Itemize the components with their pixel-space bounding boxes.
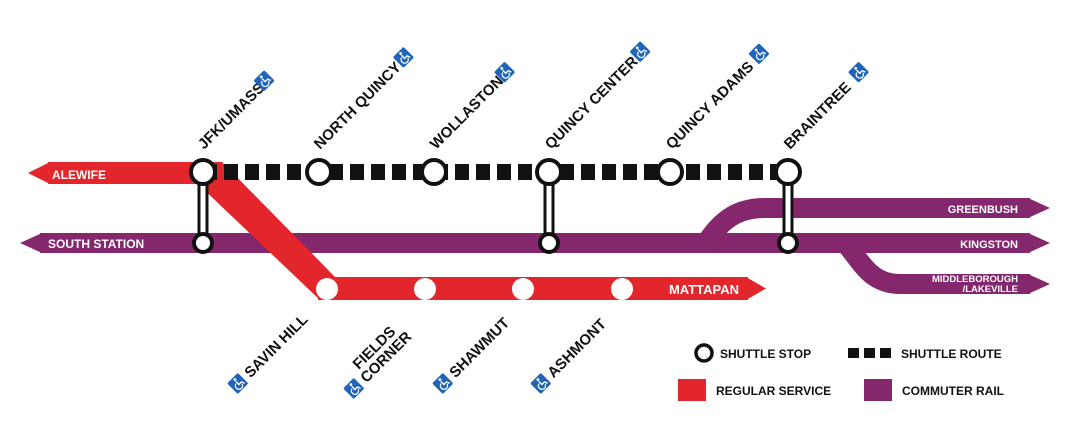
wheelchair-accessible-icon <box>226 372 250 395</box>
middleborough-branch <box>837 236 1030 294</box>
station-label-jfk-umass: JFK/UMASS <box>195 80 268 153</box>
middleborough-label-line1: MIDDLEBOROUGH <box>932 274 1018 285</box>
wheelchair-accessible-icon <box>431 372 455 395</box>
middleborough-arrow <box>1028 274 1050 294</box>
kingston-arrow <box>1028 233 1050 253</box>
station-ashmont: ASHMONT <box>529 316 610 395</box>
kingston-label: KINGSTON <box>960 239 1018 251</box>
legend-shuttle-route-label: SHUTTLE ROUTE <box>901 347 1002 361</box>
station-label-ashmont: ASHMONT <box>544 316 610 382</box>
legend-shuttle-stop-icon <box>694 343 714 363</box>
south-station-label: SOUTH STATION <box>48 237 144 251</box>
stop-wollaston <box>420 158 448 186</box>
station-braintree: BRAINTREE <box>781 60 870 153</box>
stop-braintree <box>774 158 802 186</box>
wheelchair-accessible-icon <box>342 377 366 400</box>
stop-ashmont <box>611 278 633 300</box>
stop-savin-hill <box>316 278 338 300</box>
greenbush-branch <box>697 198 1030 249</box>
alewife-arrow <box>28 162 50 184</box>
wheelchair-accessible-icon <box>529 372 553 395</box>
stop-north-quincy <box>305 158 333 186</box>
red-line-north <box>48 162 208 184</box>
greenbush-arrow <box>1028 198 1050 218</box>
station-quincy-adams: QUINCY ADAMS <box>663 42 771 153</box>
commuter-rail-trunk <box>40 233 1030 253</box>
stop-jfk-umass <box>189 158 217 186</box>
red-line-diagonal <box>198 162 336 300</box>
shuttle-stops <box>189 158 802 254</box>
stop-quincy-adams <box>656 158 684 186</box>
greenbush-label: GREENBUSH <box>948 204 1018 216</box>
mattapan-arrow <box>746 277 766 300</box>
legend: SHUTTLE STOP SHUTTLE ROUTE REGULAR SERVI… <box>678 343 1004 401</box>
station-label-savin-hill: SAVIN HILL <box>241 311 311 381</box>
station-wollaston: WOLLASTON <box>427 60 516 153</box>
middleborough-label-line2: /LAKEVILLE <box>963 284 1018 295</box>
station-label-shawmut: SHAWMUT <box>446 315 513 382</box>
stop-quincy-center <box>535 158 563 186</box>
legend-regular-service-label: REGULAR SERVICE <box>716 384 831 398</box>
stop-jfk-commuter <box>192 232 214 254</box>
south-station-arrow <box>20 233 42 253</box>
legend-regular-service-swatch <box>678 379 706 401</box>
regular-service-stops <box>316 278 633 300</box>
wheelchair-accessible-icon <box>847 60 870 84</box>
legend-commuter-rail-swatch <box>864 379 892 401</box>
station-label-quincy-adams: QUINCY ADAMS <box>663 58 758 153</box>
station-fields-corner: FIELDS CORNER <box>342 323 415 400</box>
station-label-wollaston: WOLLASTON <box>427 73 507 153</box>
station-label-braintree: BRAINTREE <box>781 79 855 153</box>
legend-commuter-rail-label: COMMUTER RAIL <box>902 384 1004 398</box>
stop-braintree-commuter <box>777 232 799 254</box>
alewife-label: ALEWIFE <box>52 168 106 182</box>
station-jfk-umass: JFK/UMASS <box>195 69 276 153</box>
stop-shawmut <box>512 278 534 300</box>
station-label-quincy-center: QUINCY CENTER <box>542 53 642 153</box>
station-quincy-center: QUINCY CENTER <box>542 40 652 153</box>
wheelchair-accessible-icon <box>747 42 771 66</box>
legend-shuttle-route-icon <box>848 348 859 358</box>
station-shawmut: SHAWMUT <box>431 315 513 395</box>
regular-service-lines <box>28 162 766 300</box>
legend-shuttle-stop-label: SHUTTLE STOP <box>720 347 811 361</box>
station-label-north-quincy: NORTH QUINCY <box>311 59 405 153</box>
station-north-quincy: NORTH QUINCY <box>311 46 415 153</box>
station-savin-hill: SAVIN HILL <box>226 311 311 395</box>
stop-fields-corner <box>414 278 436 300</box>
stop-quincy-center-commuter <box>538 232 560 254</box>
mattapan-label: MATTAPAN <box>669 282 739 297</box>
